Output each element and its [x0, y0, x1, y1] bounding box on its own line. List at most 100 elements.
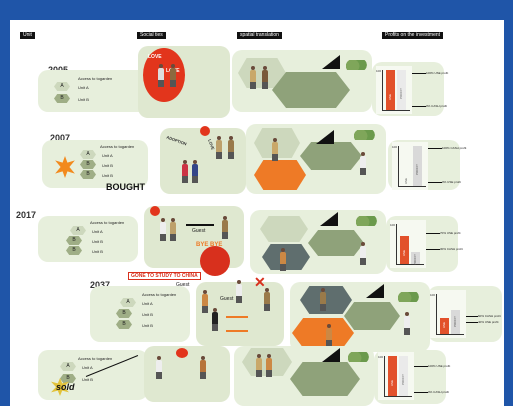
cash-bar: [399, 356, 408, 396]
profit-chart: 100 PROFIT USE: [392, 142, 428, 190]
chart-axis: [396, 224, 397, 264]
space-hex: [272, 72, 350, 108]
access-label: Access to togarden: [100, 144, 135, 149]
person-figure: [200, 356, 206, 379]
section-marker-triangle: [322, 348, 340, 362]
heart-icon: [176, 348, 188, 358]
space-hex: [300, 142, 362, 170]
person-figure: [192, 160, 198, 183]
profit-annotation: 70% USE profit: [440, 231, 461, 235]
arrow: [412, 106, 426, 107]
bye-bye-text: BYE BYE: [196, 242, 223, 248]
gone-to-china-banner: GONE TO STUDY TO CHINA: [128, 272, 201, 280]
profit-chart: 100 USE PROFIT: [430, 290, 466, 338]
arrow: [226, 330, 248, 332]
unit-hex: [60, 362, 76, 371]
unit-label: Unit A: [92, 229, 103, 234]
chart-tick: 100: [392, 145, 398, 149]
unit-label: Unit A: [102, 153, 113, 158]
person-figure: [404, 312, 410, 335]
person-figure: [160, 218, 166, 241]
unit-hex: [80, 150, 96, 159]
use-bar: [386, 70, 395, 110]
year-label: 2007: [50, 133, 71, 143]
profit-annotation: 30% CASH profit: [440, 247, 463, 251]
heart-icon: [150, 206, 160, 216]
person-figure: [266, 354, 272, 377]
chart-axis: [382, 110, 410, 111]
person-figure: [228, 136, 234, 159]
person-figure: [222, 216, 228, 239]
unit-label: Unit A: [82, 365, 93, 370]
profit-annotation: 0% USE profit: [442, 180, 461, 184]
bar-label: USE: [402, 250, 406, 257]
space-hex: [344, 302, 400, 330]
profit-annotation: 40% USE profit: [478, 320, 499, 324]
header-profits: Profits on the investment: [382, 32, 444, 39]
section-marker-triangle: [322, 55, 340, 69]
arrow: [428, 148, 442, 149]
unit-hex: [120, 298, 136, 307]
unit-hex: [116, 309, 132, 318]
section-marker-triangle: [366, 284, 384, 298]
tree-icon: [354, 130, 376, 140]
space-hex-dark: [262, 244, 310, 270]
person-figure: [236, 280, 242, 303]
person-figure: [250, 66, 256, 89]
diagram-sheet: Unit Social ties spatial translation Pro…: [10, 20, 504, 406]
arrow: [466, 322, 478, 323]
unit-label: Unit B: [142, 323, 153, 328]
unit-label: Unit B: [82, 377, 93, 382]
unit-hex-letter: B: [72, 237, 76, 243]
bar-label: PROFIT: [415, 164, 419, 175]
unit-label: Unit B: [102, 163, 113, 168]
unit-hex-letter: B: [122, 321, 126, 327]
unit-label: Unit B: [92, 249, 103, 254]
bar-label: PROFIT: [413, 254, 417, 265]
person-figure: [272, 138, 278, 161]
bar-label: PROFIT: [401, 374, 405, 385]
unit-hex: [66, 236, 82, 245]
unit-hex-letter: A: [66, 363, 70, 369]
person-figure: [264, 288, 270, 311]
space-hex: [290, 362, 360, 396]
profit-annotation: 100% USE profit: [426, 71, 449, 75]
space-hex: [308, 230, 364, 256]
chart-axis: [396, 264, 424, 265]
unit-label: Unit B: [142, 312, 153, 317]
unit-panel: [38, 216, 138, 262]
bye-bye-circle: [200, 246, 230, 276]
unit-hex-letter: A: [60, 83, 64, 89]
sold-badge: sold: [56, 382, 75, 392]
unit-hex: [80, 160, 96, 169]
section-marker-triangle: [316, 130, 334, 144]
year-label: 2017: [16, 210, 37, 220]
access-label: Access to togarden: [78, 356, 113, 361]
unit-hex: [116, 320, 132, 329]
person-figure: [262, 66, 268, 89]
love-heart-shape: [143, 48, 185, 102]
person-figure: [280, 248, 286, 271]
use-bar: [440, 318, 449, 334]
tree-icon: [356, 216, 378, 226]
bar-label: USE: [442, 322, 446, 329]
space-hex-orange: [292, 318, 354, 348]
arrow: [426, 249, 440, 250]
unit-hex-letter: B: [72, 247, 76, 253]
profit-chart: 100 USE PROFIT: [390, 220, 426, 268]
person-figure: [202, 290, 208, 313]
bought-badge: BOUGHT: [106, 182, 145, 192]
unit-hex-letter: B: [60, 95, 64, 101]
access-label: Access to togarden: [90, 220, 125, 225]
space-hex-dark: [300, 286, 352, 314]
header-spatial-translation: spatial translation: [237, 32, 282, 39]
guest-label: Guest: [176, 282, 190, 288]
unit-hex-letter: B: [122, 310, 126, 316]
cash-bar: [411, 252, 420, 264]
unit-label: Unit A: [78, 85, 89, 90]
person-figure: [170, 64, 176, 87]
unit-label: Unit A: [142, 301, 153, 306]
unit-hex: [54, 82, 70, 91]
tree-icon: [398, 292, 420, 302]
chart-tick: 100: [430, 293, 436, 297]
